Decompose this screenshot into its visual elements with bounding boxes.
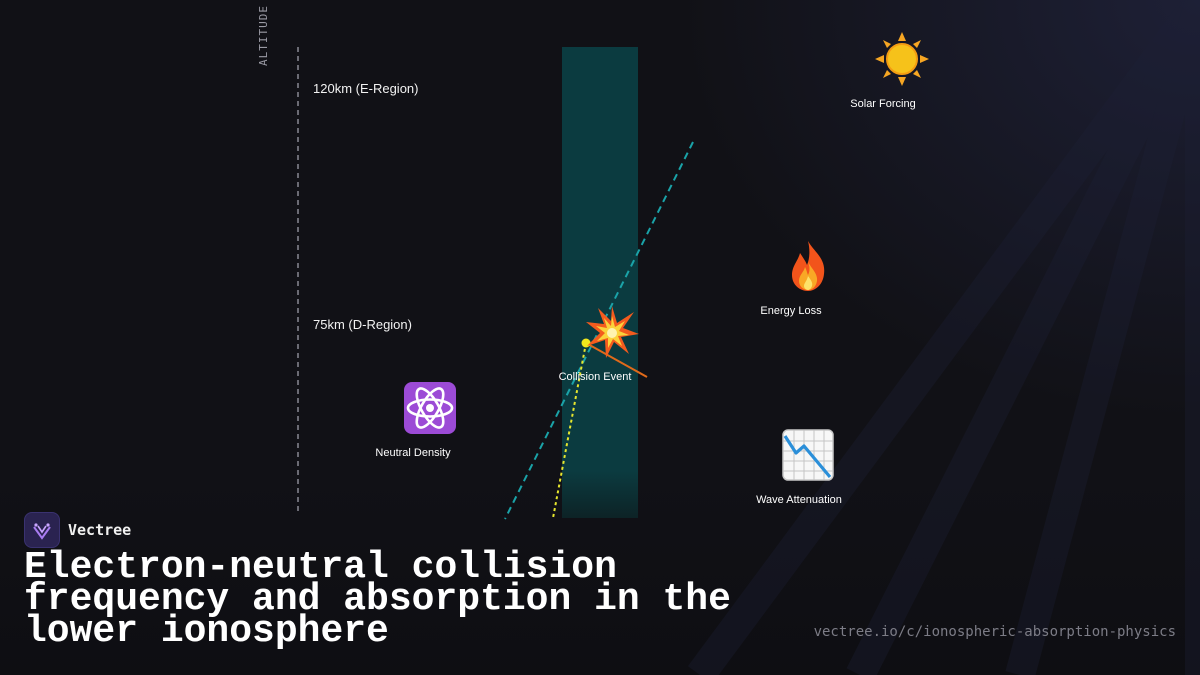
- chart-decreasing-icon: [780, 427, 836, 483]
- fire-icon: [780, 238, 836, 294]
- atom-icon: [402, 380, 458, 436]
- region-label-d: 75km (D-Region): [313, 317, 412, 332]
- source-url: vectree.io/c/ionospheric-absorption-phys…: [813, 624, 1176, 640]
- region-label-e: 120km (E-Region): [313, 81, 419, 96]
- altitude-axis-label: ALTITUDE (: [257, 0, 270, 66]
- node-label-energy-loss: Energy Loss: [760, 305, 822, 317]
- absorption-band: [562, 47, 638, 518]
- scatter-path: [585, 342, 648, 378]
- node-label-collision-event: Collision Event: [558, 371, 632, 383]
- sun-icon: [874, 31, 930, 87]
- brand-name: Vectree: [68, 521, 132, 539]
- node-label-solar-forcing: Solar Forcing: [850, 98, 916, 110]
- page-title: Electron-neutral collision frequency and…: [24, 546, 731, 653]
- node-label-neutral-density: Neutral Density: [375, 447, 451, 459]
- collision-icon: [584, 304, 640, 360]
- brand: Vectree: [24, 512, 131, 548]
- node-label-wave-attenuation: Wave Attenuation: [756, 494, 842, 506]
- vectree-logo-icon: [24, 512, 60, 548]
- solar-rays: [687, 0, 1200, 675]
